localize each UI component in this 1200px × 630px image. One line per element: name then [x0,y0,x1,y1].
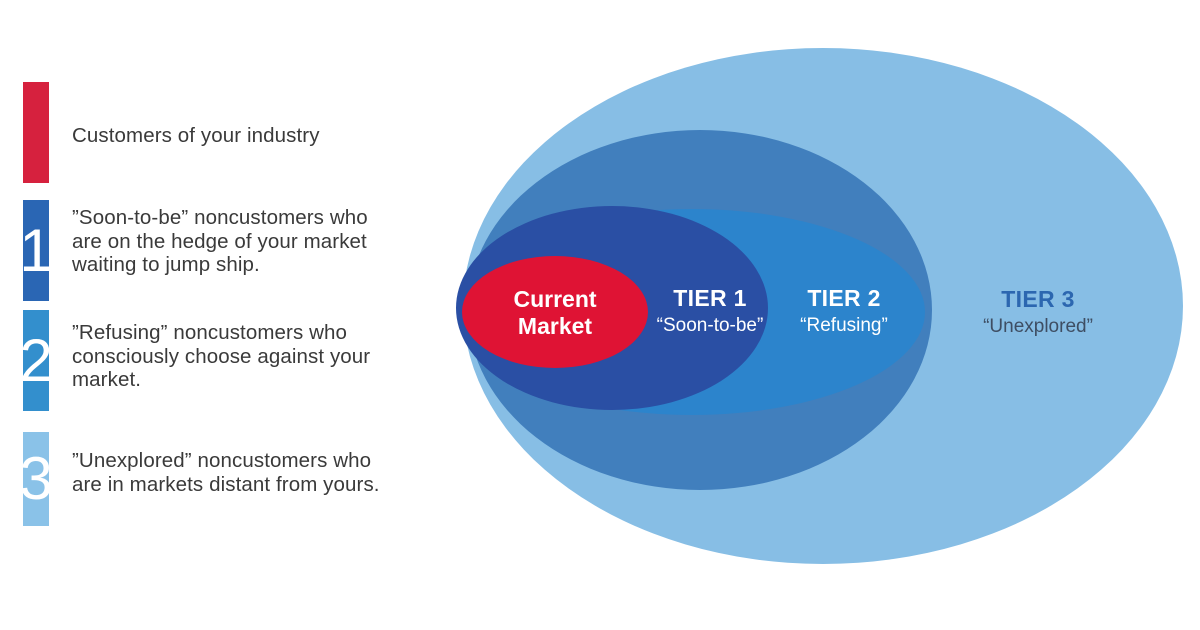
tier3-title: TIER 3 [1001,286,1075,312]
legend-line: ”Refusing” noncustomers who [72,321,348,344]
tier2-subtitle: “Refusing” [800,315,888,336]
tier1-title: TIER 1 [673,285,747,311]
legend-line: consciously choose against your [72,344,371,368]
tier1-label: TIER 1 “Soon-to-be” [657,285,764,337]
tier2-title: TIER 2 [807,285,881,311]
legend-line: ”Unexplored” noncustomers who [72,449,372,472]
legend-text-tier1: ”Soon-to-be” noncustomers who are on the… [72,206,472,277]
current-market-ellipse [462,256,648,368]
legend-line: are in markets distant from yours. [72,472,380,496]
legend-line: market. [72,368,142,391]
current-market-line1: Current [513,286,597,312]
legend-number-1: 1 [19,216,53,284]
legend-text-tier2: ”Refusing” noncustomers who consciously … [72,321,472,392]
legend-swatch-tier2: 2 [19,310,53,411]
legend-number-2: 2 [19,326,53,394]
tier1-subtitle: “Soon-to-be” [656,315,764,336]
legend-swatch-current-customers [23,82,49,183]
legend-swatch-tier1: 1 [19,200,53,301]
legend-swatch-tier3: 3 [19,432,53,526]
current-market-label: Current Market [513,286,596,340]
tier3-label: TIER 3 “Unexplored” [983,286,1093,338]
tier2-label: TIER 2 “Refusing” [800,285,888,337]
legend-text-customers: Customers of your industry [72,124,472,148]
legend-line: waiting to jump ship. [72,253,260,276]
legend-number-3: 3 [19,445,53,512]
current-market-line2: Market [517,313,593,339]
tier3-subtitle: “Unexplored” [983,316,1093,337]
legend-text-tier3: ”Unexplored” noncustomers who are in mar… [72,449,472,496]
legend-line: are on the hedge of your market [72,229,367,253]
legend-line: ”Soon-to-be” noncustomers who [72,206,368,229]
legend-line: Customers of your industry [72,124,320,147]
